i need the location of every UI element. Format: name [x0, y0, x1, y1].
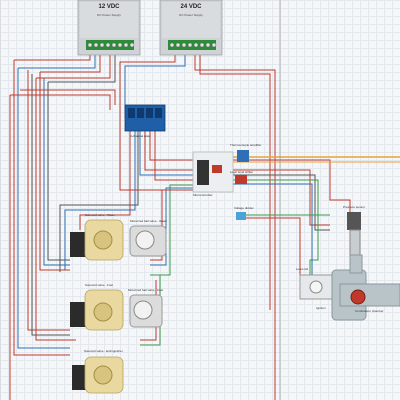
relay-module	[124, 104, 166, 132]
psu-terminal-screw	[123, 42, 129, 48]
psu-terminal-screw	[111, 42, 117, 48]
psu-terminal-screw	[199, 42, 205, 48]
solenoid-extinguisher-label: Solenoid valve - Extinguisher	[84, 349, 123, 353]
level-shifter-label: Logic level shifter	[230, 170, 254, 174]
psu-12v-title: 12 VDC	[98, 4, 120, 10]
psu-terminal-screw	[205, 42, 211, 48]
psu-terminal-screw	[129, 42, 135, 48]
motorized-fuel-label: Motorized ball valve - Fuel	[128, 288, 164, 292]
solenoid-water-label: Solenoid valve - Water	[85, 213, 116, 217]
microcontroller-board	[192, 151, 234, 193]
psu-terminal-screw	[211, 42, 217, 48]
combustion-label: Combustion chamber	[355, 309, 384, 313]
psu-24v-subtitle: DC Power Supply	[179, 13, 203, 17]
psu-terminal-screw	[193, 42, 199, 48]
pressure-sensor-label: Pressure sensor	[343, 205, 365, 209]
psu-terminal-screw	[175, 42, 181, 48]
psu-terminal-screw	[87, 42, 93, 48]
relay-label: 4-channel relay	[130, 134, 151, 138]
psu-terminal-screw	[93, 42, 99, 48]
thermocouple-label: Thermocouple amplifier	[230, 143, 262, 147]
solenoid-valve-extinguisher	[72, 356, 124, 394]
motorized-valve-fuel	[129, 294, 163, 328]
load-cell-label: Load cell	[296, 267, 309, 271]
motorized-water-label: Motorized ball valve - Water	[130, 219, 168, 223]
psu-terminal-screw	[117, 42, 123, 48]
solenoid-valve-fuel	[70, 289, 124, 331]
psu-24v-title: 24 VDC	[180, 4, 202, 10]
level-shifter	[235, 175, 247, 184]
psu-terminal-screw	[181, 42, 187, 48]
psu-terminal-screw	[105, 42, 111, 48]
combustion-assembly	[299, 254, 400, 321]
solenoid-fuel-label: Solenoid valve - Fuel	[85, 283, 114, 287]
voltage-divider	[236, 212, 246, 220]
solenoid-valve-water	[70, 219, 124, 261]
psu-terminal-screw	[187, 42, 193, 48]
psu-terminal-screw	[169, 42, 175, 48]
motorized-valve-water	[129, 225, 167, 257]
psu-terminal-screw	[99, 42, 105, 48]
ignition-label: Ignition	[316, 306, 326, 310]
wire-bundle	[9, 0, 400, 400]
psu-24v	[159, 0, 223, 56]
psu-12v-subtitle: DC Power Supply	[97, 13, 121, 17]
voltage-divider-label: Voltage divider	[234, 206, 254, 210]
microcontroller-label: Microcontroller	[193, 193, 213, 197]
thermocouple-amplifier	[237, 150, 249, 162]
pressure-sensor	[347, 212, 361, 261]
